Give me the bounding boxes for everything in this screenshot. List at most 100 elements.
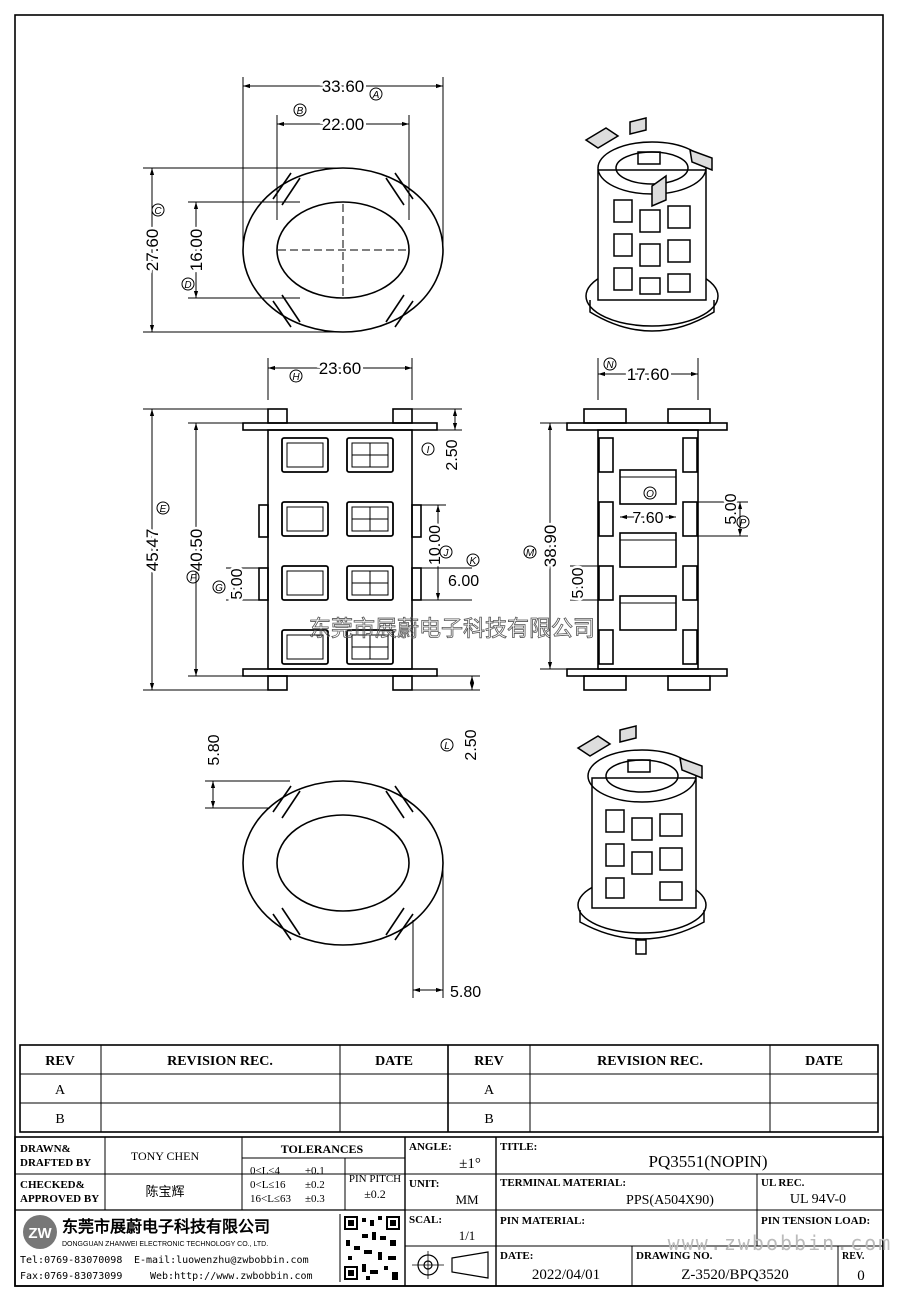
date-value: 2022/04/01 bbox=[532, 1267, 600, 1283]
svg-text:L: L bbox=[444, 741, 450, 752]
dim-top-width: 33.60 bbox=[322, 77, 365, 96]
drawn-by-value: TONY CHEN bbox=[131, 1149, 200, 1163]
ul-rec-label: UL REC. bbox=[761, 1177, 805, 1189]
tolerance-range: 0<L≤4 bbox=[250, 1165, 280, 1177]
checked-by-label-line2: APPROVED BY bbox=[20, 1193, 99, 1205]
company-name-cn: 东莞市展蔚电子科技有限公司 bbox=[62, 1217, 270, 1236]
dim-side-window-width: 7.60 bbox=[632, 510, 663, 527]
svg-text:H: H bbox=[292, 372, 300, 383]
rev-row-label: B bbox=[55, 1112, 64, 1127]
unit-value: MM bbox=[455, 1192, 479, 1207]
dim-bottom-offset-h: 5.80 bbox=[450, 984, 481, 1001]
front-window bbox=[281, 437, 329, 473]
balloon: C bbox=[151, 203, 165, 217]
title-label: TITLE: bbox=[500, 1141, 537, 1153]
company-tel: Tel:0769-83070098 bbox=[20, 1255, 122, 1266]
terminal-material-value: PPS(A504X90) bbox=[626, 1193, 714, 1208]
checked-by-label-line1: CHECKED& bbox=[20, 1179, 85, 1191]
drawn-by-label-line2: DRAFTED BY bbox=[20, 1157, 91, 1169]
rev-row-label: B bbox=[484, 1112, 493, 1127]
dim-side-window-step: 5.00 bbox=[570, 567, 587, 598]
title-block bbox=[14, 1136, 884, 1287]
svg-text:P: P bbox=[740, 518, 747, 529]
part-title: PQ3551(NOPIN) bbox=[649, 1152, 768, 1171]
dim-top-height: 27.60 bbox=[143, 229, 162, 272]
website-watermark: www.zwbobbin.com bbox=[668, 1231, 893, 1255]
ul-rec-value: UL 94V-0 bbox=[790, 1192, 846, 1207]
dim-front-bottom-pin: 2.50 bbox=[463, 729, 480, 760]
front-window bbox=[281, 565, 329, 601]
svg-text:J: J bbox=[443, 548, 450, 559]
dim-top-inner-height: 16.00 bbox=[187, 229, 206, 272]
dim-front-total-height: 45.47 bbox=[143, 529, 162, 572]
dim-top-inner-width: 22.00 bbox=[322, 115, 365, 134]
pin-material-label: PIN MATERIAL: bbox=[500, 1215, 585, 1227]
balloon: K bbox=[466, 553, 480, 567]
balloon: L bbox=[440, 738, 454, 752]
bottom-view bbox=[242, 780, 444, 946]
date-header: DATE bbox=[805, 1054, 843, 1069]
pin-tension-label: PIN TENSION LOAD: bbox=[761, 1215, 870, 1227]
balloon: I bbox=[421, 442, 435, 456]
balloon: H bbox=[289, 369, 303, 383]
balloon: F bbox=[186, 570, 200, 584]
angle-label: ANGLE: bbox=[409, 1141, 452, 1153]
pin-pitch-label: PIN PITCH bbox=[349, 1173, 401, 1185]
svg-text:ZW: ZW bbox=[28, 1225, 52, 1242]
balloon: M bbox=[523, 545, 537, 559]
side-view-dimensions bbox=[540, 358, 748, 670]
tolerance-range: 16<L≤63 bbox=[250, 1193, 291, 1205]
svg-text:F: F bbox=[190, 573, 197, 584]
dim-front-top-pin: 2.50 bbox=[444, 439, 461, 470]
tolerances-label: TOLERANCES bbox=[281, 1142, 364, 1156]
svg-text:K: K bbox=[470, 556, 478, 567]
tolerance-value: ±0.2 bbox=[305, 1179, 325, 1191]
svg-text:G: G bbox=[215, 583, 223, 594]
svg-text:N: N bbox=[606, 360, 614, 371]
front-window bbox=[346, 565, 394, 601]
dim-front-height: 40.50 bbox=[187, 529, 206, 572]
balloon: O bbox=[643, 486, 657, 500]
scale-label: SCAL: bbox=[409, 1214, 442, 1226]
tolerance-range: 0<L≤16 bbox=[250, 1179, 286, 1191]
projection-symbol bbox=[412, 1251, 489, 1279]
svg-text:B: B bbox=[297, 106, 304, 117]
company-email: E-mail:luowenzhu@zwbobbin.com bbox=[134, 1255, 309, 1266]
qr-code bbox=[344, 1216, 400, 1280]
rev-header: REV bbox=[474, 1054, 504, 1069]
tolerance-value: ±0.1 bbox=[305, 1165, 325, 1177]
revision-rec-header: REVISION REC. bbox=[597, 1054, 703, 1069]
balloon: N bbox=[603, 357, 617, 371]
isometric-view-top bbox=[584, 117, 719, 332]
svg-text:D: D bbox=[184, 280, 191, 291]
company-fax: Fax:0769-83073099 bbox=[20, 1271, 122, 1282]
pin-pitch-value: ±0.2 bbox=[364, 1187, 386, 1201]
company-web: Web:http://www.zwbobbin.com bbox=[150, 1271, 313, 1282]
company-name-en: DONGGUAN ZHANWEI ELECTRONIC TECHNOLOGY C… bbox=[62, 1241, 268, 1248]
revision-rec-header: REVISION REC. bbox=[167, 1054, 273, 1069]
drawing-no-value: Z-3520/BPQ3520 bbox=[681, 1267, 789, 1283]
reference-balloons: A B C D E F G H I J K L M N O P bbox=[151, 87, 750, 752]
balloon: E bbox=[156, 501, 170, 515]
rev-row-label: A bbox=[55, 1083, 66, 1098]
balloon: A bbox=[369, 87, 383, 101]
rev-label: REV. bbox=[842, 1251, 865, 1262]
front-window bbox=[281, 501, 329, 537]
sheet-border bbox=[14, 14, 884, 1287]
side-view bbox=[566, 408, 728, 691]
front-window bbox=[346, 437, 394, 473]
balloon: P bbox=[736, 515, 750, 529]
dim-front-width: 23.60 bbox=[319, 359, 362, 378]
balloon: B bbox=[293, 103, 307, 117]
svg-text:C: C bbox=[154, 206, 162, 217]
angle-value: ±1° bbox=[459, 1156, 481, 1172]
rev-row-label: A bbox=[484, 1083, 495, 1098]
svg-text:E: E bbox=[160, 504, 167, 515]
terminal-material-label: TERMINAL MATERIAL: bbox=[500, 1177, 626, 1189]
top-view bbox=[242, 167, 444, 333]
front-view bbox=[242, 408, 438, 691]
front-window bbox=[346, 501, 394, 537]
bottom-view-dimensions bbox=[205, 780, 444, 998]
dim-front-window-pitch: 6.00 bbox=[448, 573, 479, 590]
